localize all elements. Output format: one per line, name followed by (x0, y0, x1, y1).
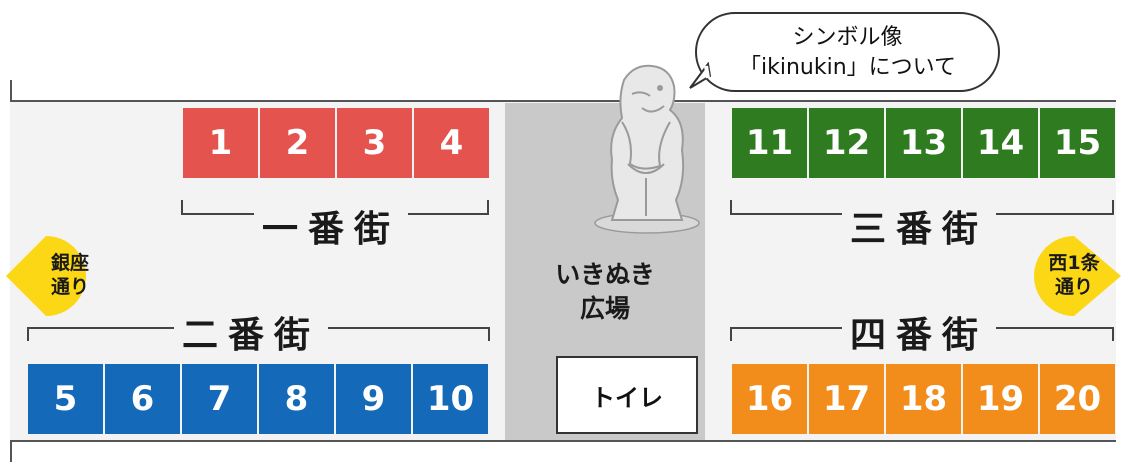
street-name-4: 四番街 (842, 306, 997, 358)
shop-7[interactable]: 7 (182, 364, 257, 434)
bracket (1112, 200, 1114, 214)
bubble-line-2: 「ikinukin」について (739, 55, 956, 80)
plaza-label: いきぬき 広場 (520, 258, 690, 326)
road-edge (10, 80, 12, 102)
road-edge (10, 440, 1116, 442)
shop-2[interactable]: 2 (260, 108, 335, 178)
bracket (27, 327, 29, 341)
road-edge (10, 440, 12, 462)
sign-nishi1jo-line2: 通り (1054, 276, 1093, 298)
shop-20[interactable]: 20 (1040, 364, 1115, 434)
shop-3[interactable]: 3 (337, 108, 412, 178)
shop-15[interactable]: 15 (1040, 108, 1115, 178)
sign-nishi1jo-dori[interactable]: 西1条 通り (1036, 246, 1112, 304)
street-name-3: 三番街 (842, 200, 997, 252)
plaza-label-line1: いきぬき (555, 260, 655, 289)
shop-12[interactable]: 12 (809, 108, 884, 178)
shop-16[interactable]: 16 (732, 364, 807, 434)
bracket (1112, 327, 1114, 341)
bubble-tail (689, 62, 712, 89)
bracket (730, 327, 732, 341)
sign-ginza-line2: 通り (50, 276, 89, 298)
shop-13[interactable]: 13 (886, 108, 961, 178)
shop-9[interactable]: 9 (336, 364, 411, 434)
block1-shops: 1 2 3 4 (183, 108, 489, 178)
bracket (181, 200, 183, 214)
sign-ginza-line1: 銀座 (50, 252, 89, 274)
left-arrow-sign-icon (6, 236, 86, 316)
sign-nishi1jo-line1: 西1条 (1048, 252, 1100, 274)
shop-6[interactable]: 6 (105, 364, 180, 434)
shop-1[interactable]: 1 (183, 108, 258, 178)
shop-10[interactable]: 10 (413, 364, 488, 434)
bracket (488, 327, 490, 341)
street-name-1: 一番街 (254, 200, 409, 252)
bracket (487, 200, 489, 214)
block4-shops: 16 17 18 19 20 (732, 364, 1115, 434)
sign-ginza-dori[interactable]: 銀座 通り (38, 246, 102, 304)
shop-18[interactable]: 18 (886, 364, 961, 434)
statue-info-bubble[interactable]: シンボル像 「ikinukin」について (695, 12, 1000, 92)
shop-5[interactable]: 5 (28, 364, 103, 434)
block3-shops: 11 12 13 14 15 (732, 108, 1115, 178)
shop-8[interactable]: 8 (259, 364, 334, 434)
shop-11[interactable]: 11 (732, 108, 807, 178)
bubble-line-1: シンボル像 (792, 25, 903, 50)
shop-4[interactable]: 4 (414, 108, 489, 178)
statue-icon[interactable] (590, 60, 705, 235)
toilet-button[interactable]: トイレ (556, 356, 698, 434)
right-arrow-sign-icon (1034, 236, 1121, 316)
shop-17[interactable]: 17 (809, 364, 884, 434)
bracket (730, 200, 732, 214)
block2-shops: 5 6 7 8 9 10 (28, 364, 488, 434)
plaza-label-line2: 広場 (579, 294, 630, 323)
shop-14[interactable]: 14 (963, 108, 1038, 178)
road-edge (10, 100, 1116, 102)
street-name-2: 二番街 (174, 306, 329, 358)
shop-19[interactable]: 19 (963, 364, 1038, 434)
